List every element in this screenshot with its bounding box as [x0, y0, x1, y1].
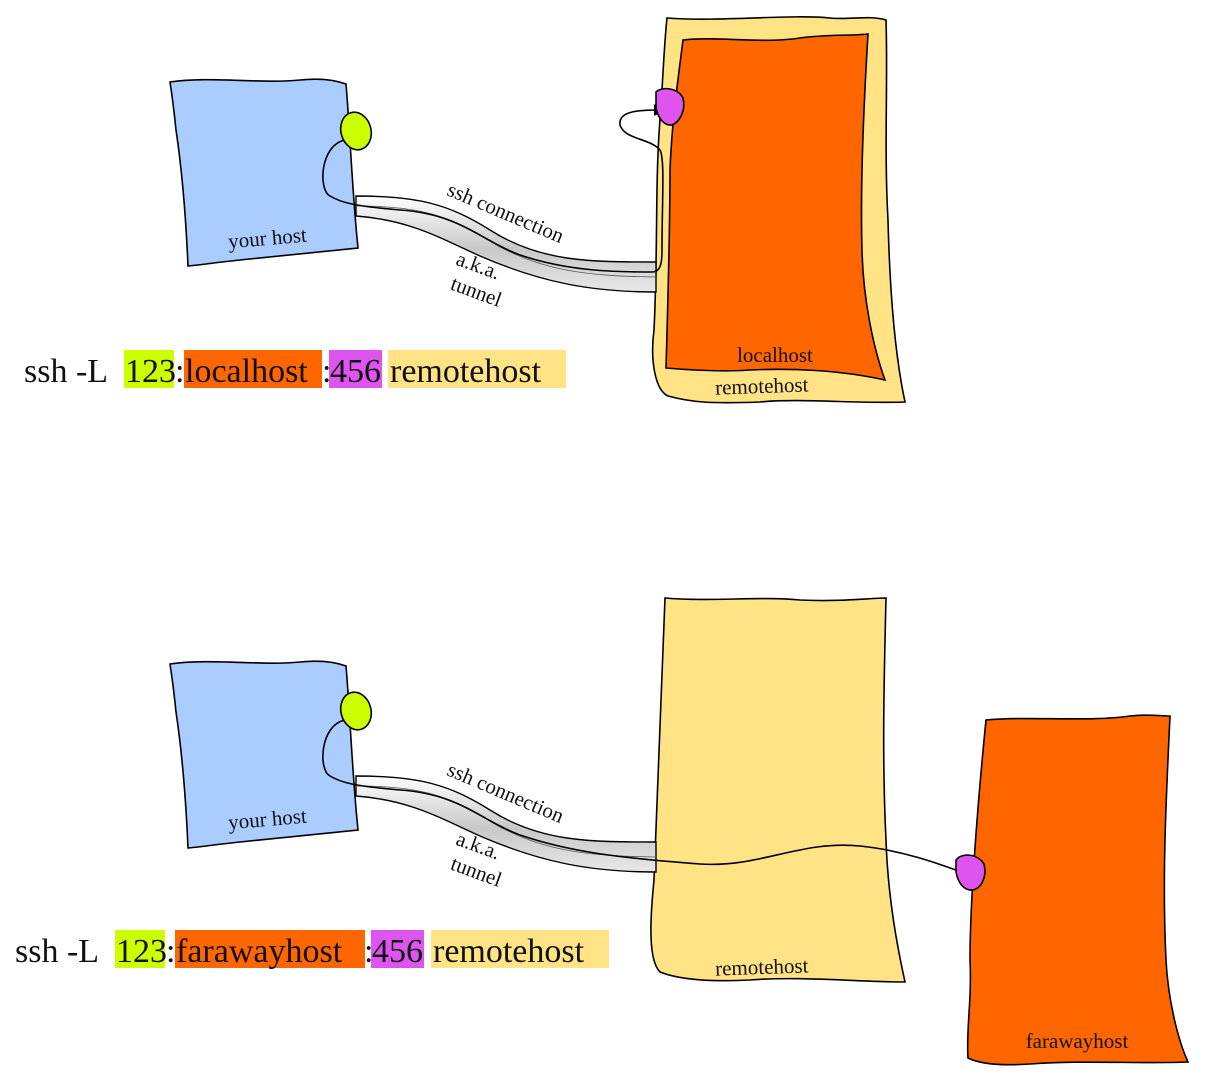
- cmd-local-port: 123: [125, 353, 176, 390]
- cmd-sep: :: [175, 353, 184, 390]
- remotehost-label: remotehost: [715, 953, 809, 980]
- target-port-456-icon: [655, 87, 685, 126]
- cmd-target-port: 456: [330, 353, 381, 390]
- remotehost-label: remotehost: [715, 372, 809, 399]
- remotehost-box: [650, 597, 906, 983]
- faraway-forward-path: [322, 719, 974, 877]
- cmd-sep: :: [322, 353, 331, 390]
- localhost-box: [665, 33, 887, 382]
- farawayhost-label: farawayhost: [1026, 1029, 1129, 1053]
- cmd-prefix: ssh -L: [15, 933, 106, 970]
- cmd-sep: :: [166, 933, 175, 970]
- tunnel-tube: [355, 775, 657, 873]
- cmd-target-host: localhost: [185, 353, 308, 390]
- your-host-box: [169, 78, 359, 267]
- cmd-target-host: farawayhost: [176, 933, 343, 970]
- cmd-sep: :: [364, 933, 373, 970]
- local-port-123-icon: [339, 691, 373, 731]
- cmd-remote-host: remotehost: [433, 933, 585, 970]
- cmd-prefix: ssh -L: [24, 353, 115, 390]
- localhost-label: localhost: [737, 343, 813, 367]
- target-port-456-icon: [955, 854, 986, 891]
- cmd-remote-host: remotehost: [390, 353, 542, 390]
- top-diagram: your host ssh connection a.k.a. tunnel l…: [24, 16, 906, 404]
- bottom-diagram: your host ssh connection a.k.a. tunnel r…: [15, 597, 1190, 1066]
- farawayhost-box: [966, 714, 1190, 1066]
- local-port-123-icon: [339, 111, 373, 151]
- your-host-box: [169, 660, 359, 849]
- cmd-local-port: 123: [116, 933, 167, 970]
- cmd-target-port: 456: [372, 933, 423, 970]
- local-forward-path: [322, 104, 669, 273]
